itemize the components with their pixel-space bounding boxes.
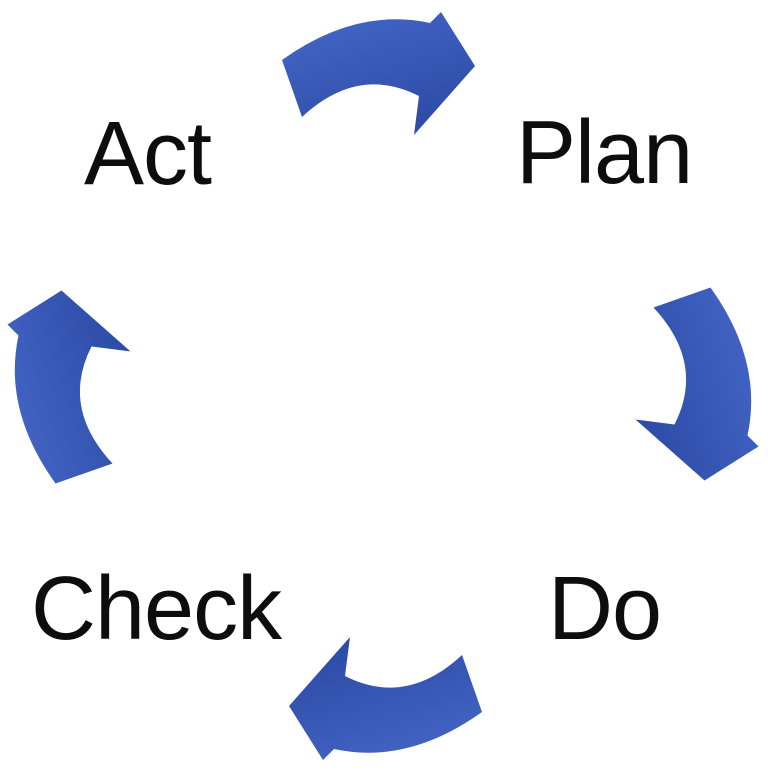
arrow-check-to-act — [7, 290, 131, 484]
arrow-act-to-plan — [282, 12, 475, 135]
arrow-plan-to-do — [635, 287, 759, 481]
label-check: Check — [31, 559, 282, 659]
label-act: Act — [84, 104, 212, 204]
label-do: Do — [548, 559, 662, 659]
label-plan: Plan — [516, 103, 693, 203]
arrow-do-to-check — [289, 637, 482, 760]
